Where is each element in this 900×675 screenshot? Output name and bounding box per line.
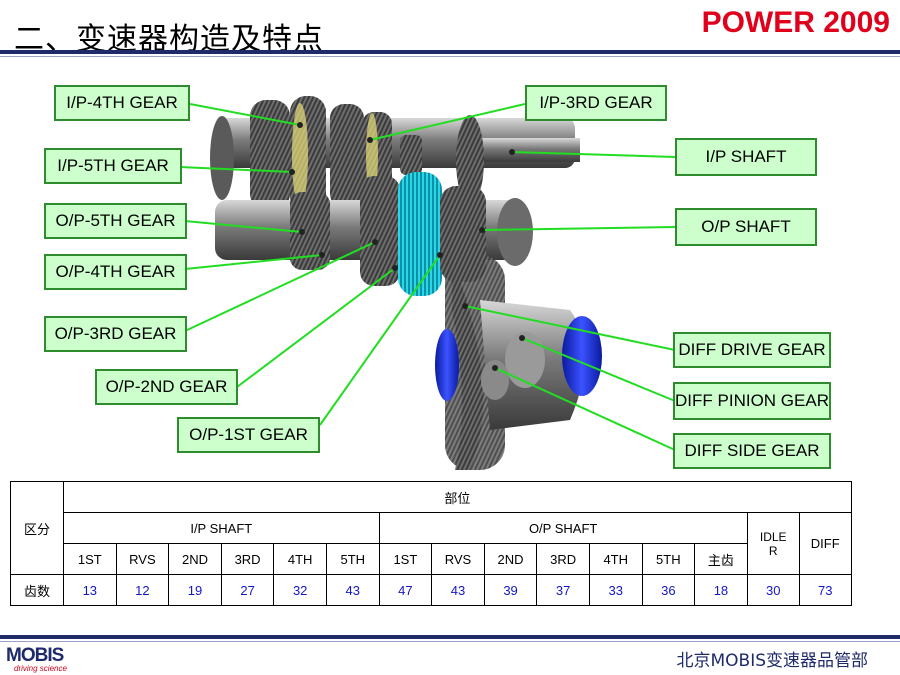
- department-name: 北京MOBIS变速器品管部: [676, 651, 868, 671]
- mobis-logo-tagline: driving science: [14, 664, 67, 673]
- label-op-shaft: O/P SHAFT: [675, 208, 817, 246]
- teeth-value: 33: [588, 574, 643, 606]
- subheader-cell: 5TH: [641, 543, 696, 575]
- transmission-illustration: [179, 96, 676, 470]
- teeth-value: 12: [115, 574, 170, 606]
- label-ip-5th-gear: I/P-5TH GEAR: [44, 148, 182, 184]
- subheader-cell: 3RD: [220, 543, 275, 575]
- row-label-teeth: 齿数: [10, 574, 64, 606]
- brand-logo: POWER 2009: [701, 6, 890, 39]
- teeth-value: 36: [641, 574, 696, 606]
- subheader-cell: 主齿: [694, 543, 748, 575]
- teeth-value: 43: [431, 574, 485, 606]
- teeth-value: 27: [220, 574, 275, 606]
- subheader-cell: 4TH: [273, 543, 327, 575]
- label-diff-pinion-gear: DIFF PINION GEAR: [673, 382, 831, 420]
- subheader-cell: RVS: [115, 543, 170, 575]
- group-idle-r: IDLE R: [746, 512, 800, 575]
- teeth-value: 13: [63, 574, 117, 606]
- label-ip-4th-gear: I/P-4TH GEAR: [54, 85, 190, 121]
- label-op-3rd-gear: O/P-3RD GEAR: [44, 316, 187, 352]
- group-op-shaft: O/P SHAFT: [378, 512, 748, 544]
- label-diff-drive-gear: DIFF DRIVE GEAR: [673, 332, 831, 368]
- label-ip-3rd-gear: I/P-3RD GEAR: [525, 85, 667, 121]
- subheader-cell: 2ND: [168, 543, 222, 575]
- col-header-part: 部位: [63, 481, 852, 513]
- footer-rule: [0, 635, 900, 639]
- row-header-category: 区分: [10, 481, 64, 575]
- teeth-value: 32: [273, 574, 327, 606]
- subheader-cell: RVS: [431, 543, 485, 575]
- subheader-cell: 3RD: [536, 543, 590, 575]
- group-diff: DIFF: [798, 512, 852, 575]
- mobis-logo: MOBIS: [6, 645, 64, 666]
- subheader-cell: 1ST: [63, 543, 117, 575]
- footer-rule-thin: [0, 641, 900, 642]
- header-rule: [0, 50, 900, 54]
- subheader-cell: 4TH: [588, 543, 643, 575]
- group-ip-shaft: I/P SHAFT: [63, 512, 380, 544]
- subheader-cell: 1ST: [378, 543, 433, 575]
- teeth-value: 37: [536, 574, 590, 606]
- label-ip-shaft: I/P SHAFT: [675, 138, 817, 176]
- teeth-value: 43: [325, 574, 380, 606]
- teeth-value: 73: [798, 574, 852, 606]
- label-op-5th-gear: O/P-5TH GEAR: [44, 203, 187, 239]
- gear-teeth-table: 区分 部位 I/P SHAFT O/P SHAFT IDLE R DIFF 1S…: [10, 481, 852, 606]
- label-op-1st-gear: O/P-1ST GEAR: [177, 417, 320, 453]
- header-rule-thin: [0, 56, 900, 57]
- subheader-cell: 2ND: [483, 543, 538, 575]
- label-op-4th-gear: O/P-4TH GEAR: [44, 254, 187, 290]
- subheader-cell: 5TH: [325, 543, 380, 575]
- teeth-value: 47: [378, 574, 433, 606]
- teeth-value: 39: [483, 574, 538, 606]
- label-op-2nd-gear: O/P-2ND GEAR: [95, 369, 238, 405]
- teeth-value: 18: [694, 574, 748, 606]
- label-diff-side-gear: DIFF SIDE GEAR: [673, 433, 831, 469]
- teeth-value: 19: [168, 574, 222, 606]
- teeth-value: 30: [746, 574, 800, 606]
